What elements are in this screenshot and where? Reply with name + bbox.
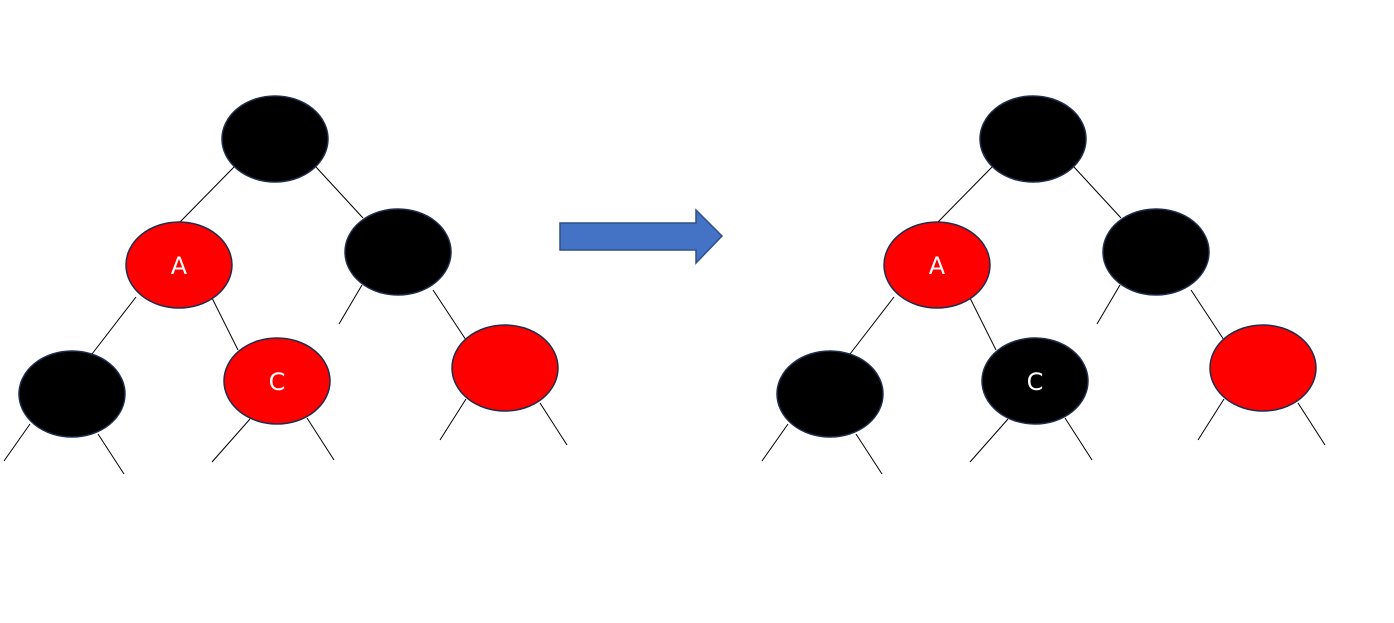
node-circle [223, 337, 331, 425]
node-label: A [929, 252, 946, 280]
tree-edge [1190, 289, 1225, 341]
node-circle [125, 221, 233, 309]
tree-edge [849, 296, 895, 355]
transform-arrow-icon [559, 208, 724, 265]
tree-edge [1073, 166, 1122, 219]
node-label: C [1027, 368, 1044, 396]
node-circle [1102, 208, 1210, 296]
tree-before: AC [3, 95, 568, 475]
tree-edge [761, 423, 789, 462]
node-circle [18, 350, 126, 438]
tree-node-uncle-right [451, 324, 559, 412]
tree-edge [91, 296, 137, 355]
tree-edge [432, 289, 467, 341]
tree-node-uncle-right [1209, 324, 1317, 412]
tree-edge [97, 433, 125, 475]
node-label: C [269, 368, 286, 396]
tree-node-uncle [344, 208, 452, 296]
tree-node-c: C [223, 337, 331, 425]
node-circle [883, 221, 991, 309]
tree-edge [969, 418, 1009, 463]
tree-node-a: A [883, 221, 991, 309]
node-circle [344, 208, 452, 296]
node-circle [1209, 324, 1317, 412]
tree-edge [855, 433, 883, 475]
arrow-shape [559, 208, 724, 265]
node-circle [451, 324, 559, 412]
tree-node-c: C [981, 337, 1089, 425]
tree-edge [969, 297, 997, 351]
tree-edge [211, 418, 251, 463]
tree-node-a: A [125, 221, 233, 309]
tree-edge [315, 166, 364, 219]
tree-node-a-left [18, 350, 126, 438]
tree-node-a-left [776, 350, 884, 438]
node-circle [221, 95, 329, 183]
node-circle [776, 350, 884, 438]
tree-node-uncle [1102, 208, 1210, 296]
tree-edge [306, 417, 335, 461]
tree-edge [937, 165, 994, 223]
tree-edge [1197, 398, 1225, 441]
node-label: A [171, 252, 188, 280]
tree-node-root [221, 95, 329, 183]
tree-edge [3, 423, 31, 462]
tree-edge [179, 165, 236, 223]
tree-edge [439, 398, 467, 441]
tree-edge [338, 284, 363, 325]
tree-edge [1096, 284, 1121, 325]
tree-edge [1064, 417, 1093, 461]
tree-node-root [979, 95, 1087, 183]
node-circle [981, 337, 1089, 425]
node-circle [979, 95, 1087, 183]
tree-after: AC [761, 95, 1326, 475]
tree-edge [539, 402, 568, 446]
tree-edge [1297, 402, 1326, 446]
tree-edge [211, 297, 239, 351]
